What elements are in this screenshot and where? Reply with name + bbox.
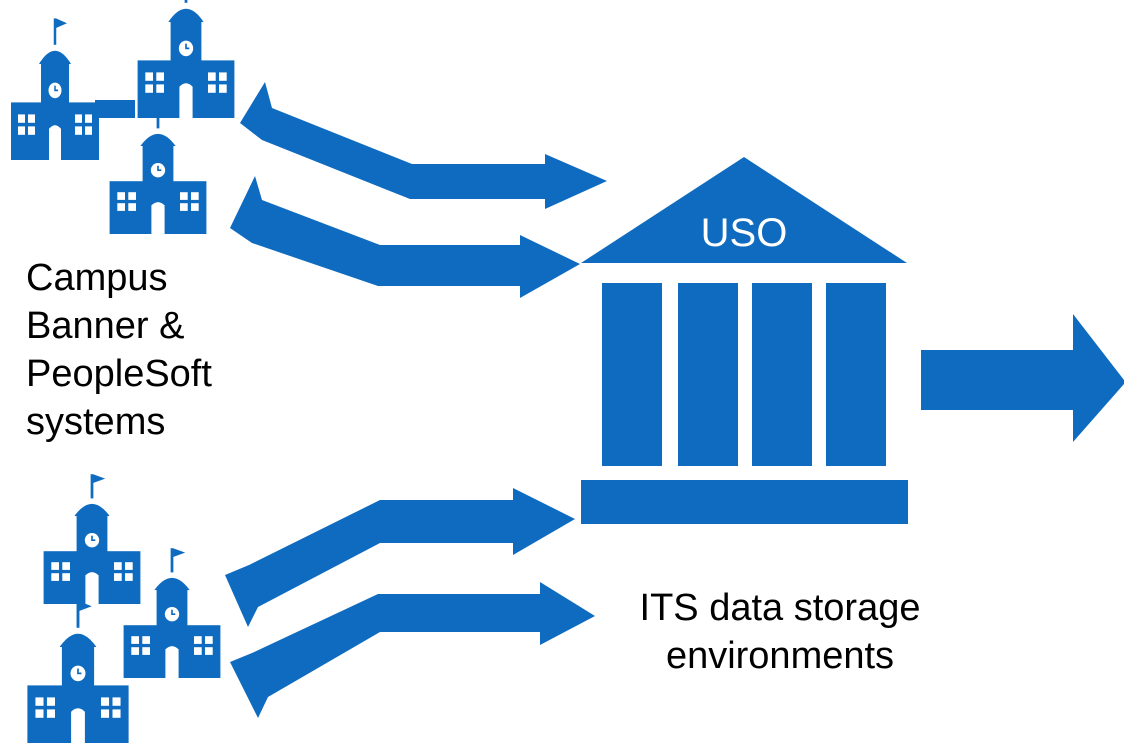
flow-arrow-4 xyxy=(230,582,595,718)
flow-arrow-1 xyxy=(240,82,607,209)
campus-building-1 xyxy=(9,16,101,162)
campus-label-line-3: PeopleSoft xyxy=(26,353,212,395)
campus-building-6 xyxy=(25,599,131,743)
uso-roof xyxy=(581,157,907,263)
uso-label: USO xyxy=(701,211,788,255)
uso-column-1 xyxy=(602,283,662,466)
campus-label-line-4: systems xyxy=(26,401,166,443)
flow-arrow-3 xyxy=(225,488,575,627)
campus-building-2 xyxy=(136,0,236,120)
uso-column-3 xyxy=(752,283,812,466)
arrow-right-icon xyxy=(921,314,1124,442)
uso-column-4 xyxy=(826,283,886,466)
campus-label-line-2: Banner & xyxy=(26,305,185,347)
its-storage-label: ITS data storage environments xyxy=(590,584,970,680)
uso-building-icon xyxy=(581,157,908,524)
flow-arrow-2 xyxy=(230,176,580,298)
uso-column-2 xyxy=(678,283,738,466)
campus-systems-label: Campus Banner & PeopleSoft systems xyxy=(26,254,212,446)
its-label-line-1: ITS data storage xyxy=(639,587,921,629)
campus-building-3 xyxy=(108,102,208,236)
uso-base xyxy=(581,480,908,524)
campus-connector xyxy=(95,100,135,118)
its-label-line-2: environments xyxy=(665,635,895,677)
campus-building-4 xyxy=(42,472,142,606)
campus-label-line-1: Campus xyxy=(26,257,168,299)
